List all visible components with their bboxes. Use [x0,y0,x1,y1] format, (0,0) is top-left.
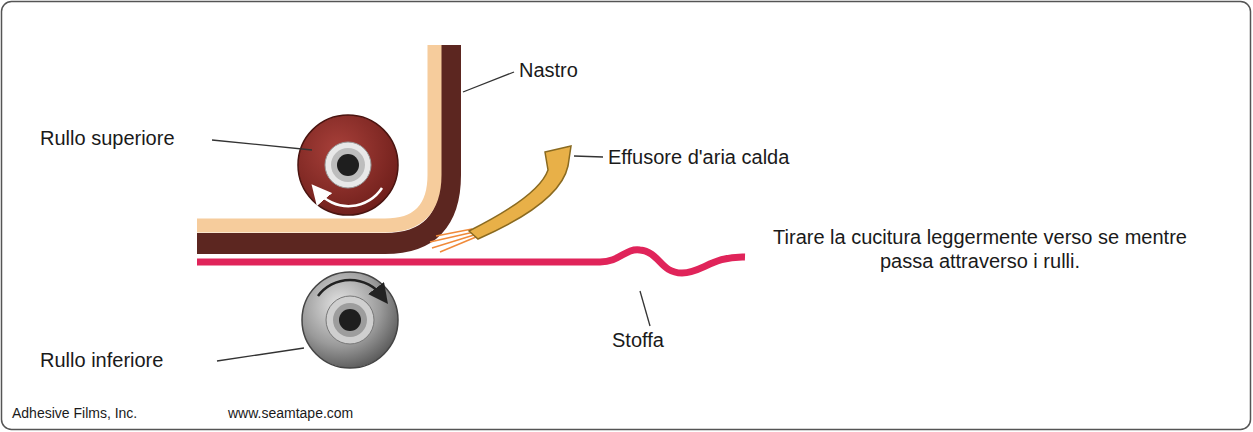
credit-url: www.seamtape.com [228,405,353,421]
credit-text: Adhesive Films, Inc. [12,405,137,421]
part-label: Effusore d'aria calda [608,145,789,169]
part-label: Nastro [519,58,578,82]
lower-roller [302,272,398,368]
upper-roller [298,115,398,215]
part-label: Rullo inferiore [40,348,163,372]
tape [197,45,451,244]
part-label: Rullo superiore [40,126,175,150]
fabric [197,250,745,273]
instruction-note: Tirare la cucitura leggermente verso se … [745,225,1215,273]
leader-lines [212,72,650,361]
hot-air-nozzle [430,146,571,252]
part-label: Stoffa [612,328,664,352]
